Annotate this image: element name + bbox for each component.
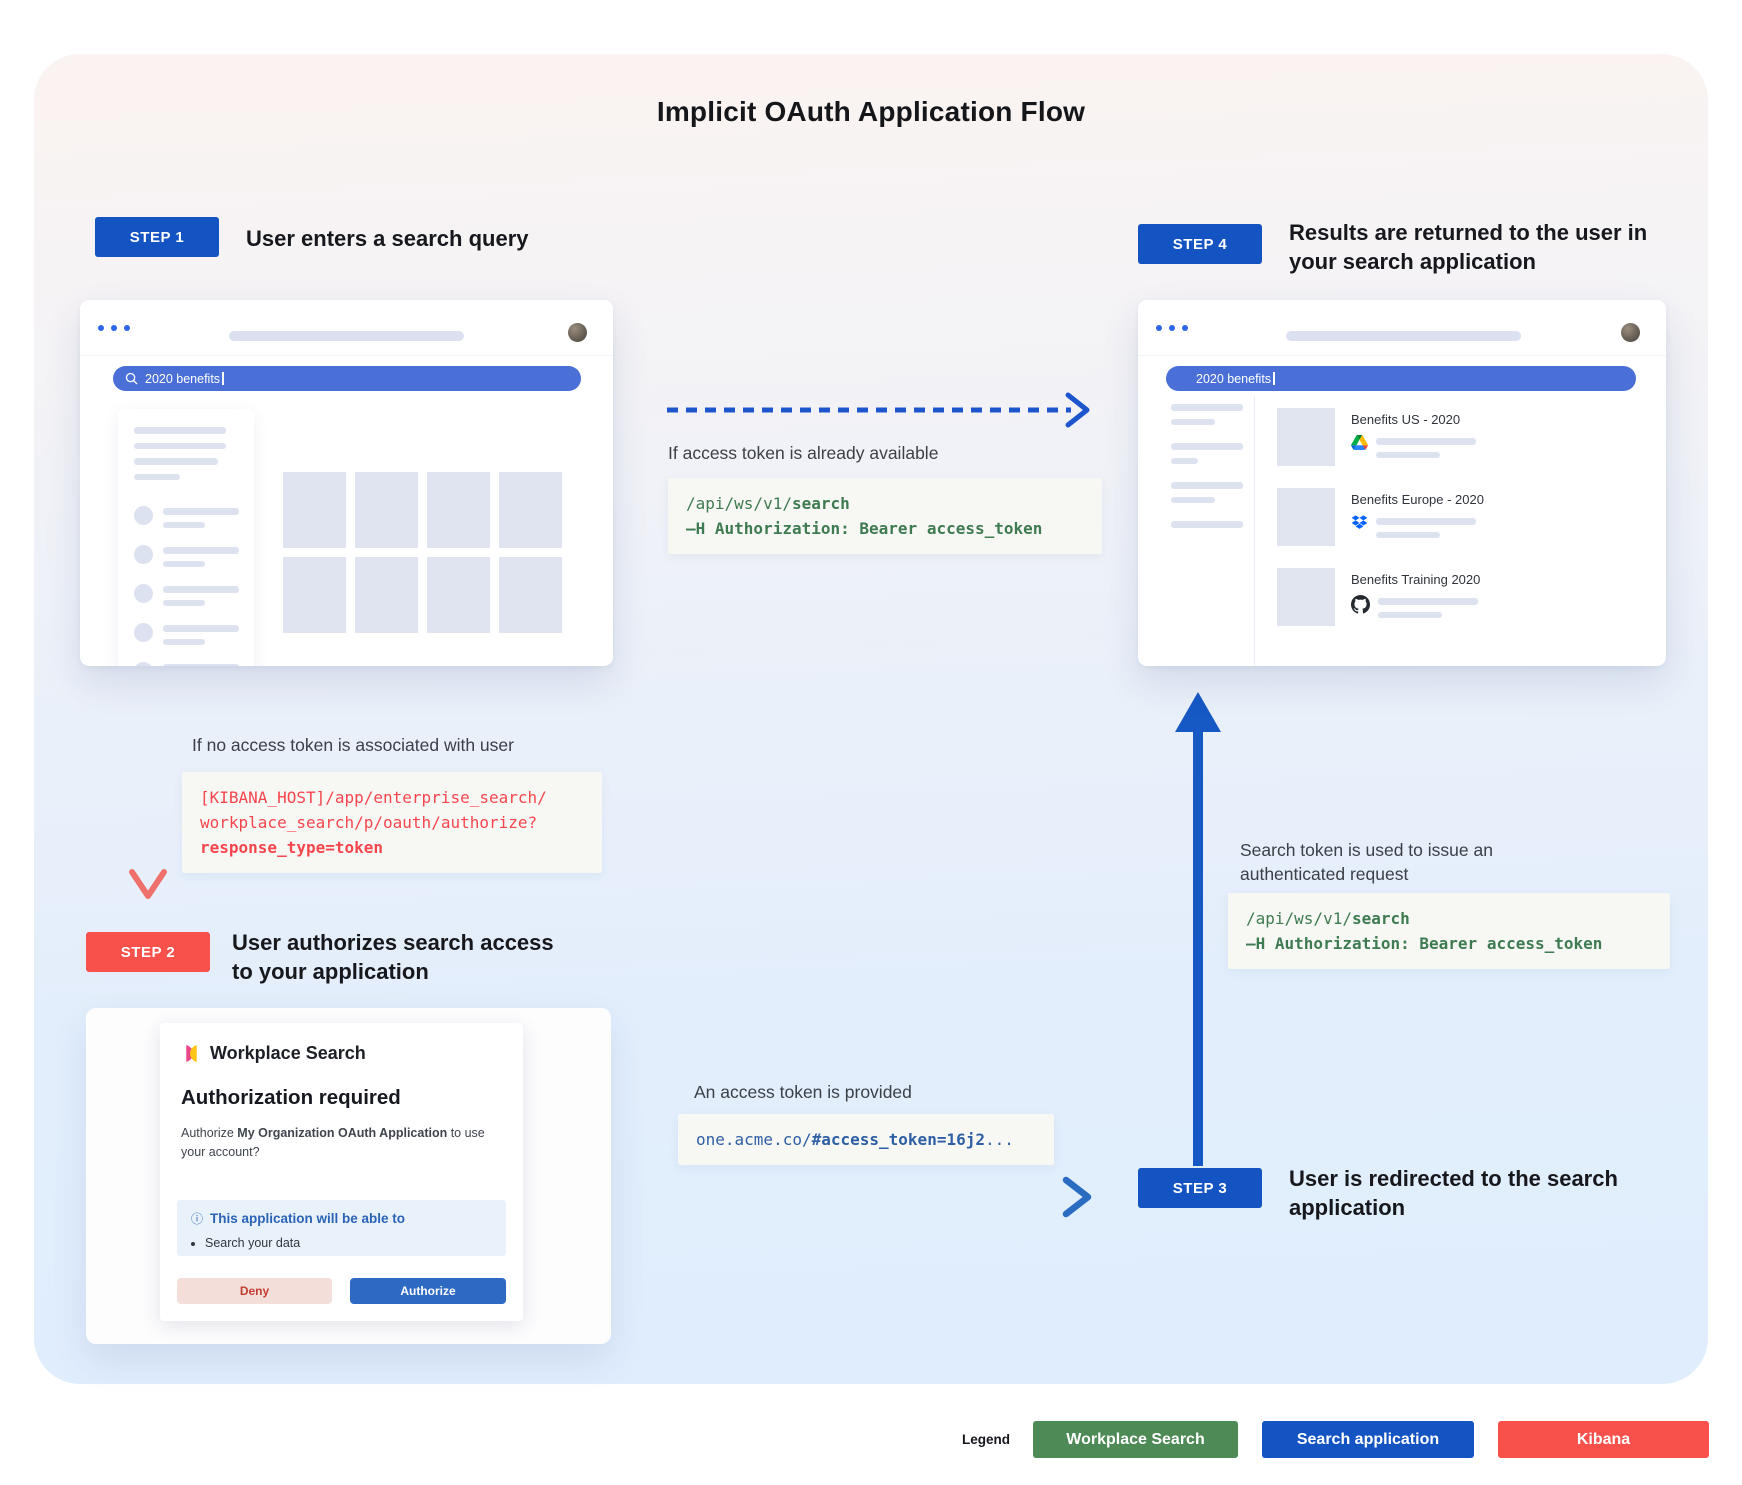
search-input[interactable]: 2020 benefits [113, 366, 581, 391]
workplace-search-brand: Workplace Search [181, 1043, 506, 1064]
step4-label: Results are returned to the user in your… [1289, 220, 1648, 274]
code-api-search-2: /api/ws/v1/search –H Authorization: Bear… [1228, 893, 1670, 969]
step4-badge: STEP 4 [1138, 224, 1262, 264]
result-title: Benefits Training 2020 [1351, 572, 1481, 587]
legend-search-application: Search application [1262, 1421, 1474, 1458]
legend-kibana: Kibana [1498, 1421, 1709, 1458]
step4-badge-text: STEP 4 [1172, 235, 1228, 253]
result-row[interactable]: Benefits Training 2020 [1277, 568, 1480, 626]
arrow-token-available [667, 392, 1090, 428]
auth-body-text: Authorize My Organization OAuth Applicat… [181, 1126, 485, 1159]
auth-scopes-panel: ⓘ This application will be able to Searc… [177, 1200, 506, 1256]
authorization-screen: Workplace Search Authorization required … [86, 1008, 611, 1344]
text-caret [222, 372, 224, 385]
text-caret [1273, 372, 1275, 385]
avatar [568, 323, 587, 342]
annotation-token-available: If access token is already available [668, 443, 939, 463]
content-grid-placeholder [283, 472, 562, 633]
step3-label: User is redirected to the search applica… [1289, 1166, 1618, 1220]
info-icon: ⓘ [191, 1212, 204, 1226]
step3-badge-text: STEP 3 [1172, 1179, 1228, 1197]
browser2-chrome [1138, 300, 1666, 356]
result-row[interactable]: Benefits US - 2020 [1277, 408, 1476, 466]
deny-button[interactable]: Deny [177, 1278, 332, 1304]
github-icon [1351, 595, 1370, 614]
result-thumbnail [1277, 488, 1335, 546]
annotation-token-provided: An access token is provided [694, 1082, 912, 1102]
search-icon [125, 372, 138, 385]
step1-badge: STEP 1 [95, 217, 219, 257]
avatar [1621, 323, 1640, 342]
search-input-results[interactable]: 2020 benefits [1166, 366, 1636, 391]
browser-window-results: 2020 benefits Benefits US - 2020 [1138, 300, 1666, 666]
step1-label: User enters a search query [246, 226, 529, 251]
result-row[interactable]: Benefits Europe - 2020 [1277, 488, 1484, 546]
annotation-no-token: If no access token is associated with us… [192, 735, 514, 755]
browser-window-search-entry: 2020 benefits [80, 300, 613, 666]
results-list: Benefits US - 2020 [1254, 396, 1666, 666]
window-controls-icon [98, 325, 130, 331]
legend-workplace-search: Workplace Search [1033, 1421, 1238, 1458]
code-redirect-url: one.acme.co/#access_token=16j2... [678, 1114, 1054, 1165]
result-thumbnail [1277, 568, 1335, 626]
step2-badge-text: STEP 2 [120, 943, 176, 961]
arrow-no-token [129, 692, 167, 899]
legend-label: Legend [962, 1432, 1011, 1447]
search-query-text: 2020 benefits [145, 371, 221, 386]
step3-badge: STEP 3 [1138, 1168, 1262, 1208]
diagram-title: Implicit OAuth Application Flow [656, 96, 1086, 127]
info-title-text: This application will be able to [210, 1211, 406, 1226]
auth-heading: Authorization required [181, 1086, 401, 1109]
google-drive-icon [1351, 435, 1368, 450]
step2-label: User authorizes search access to your ap… [232, 930, 554, 984]
arrow-authenticated-request [1175, 692, 1221, 1166]
result-thumbnail [1277, 408, 1335, 466]
code-kibana-authorize: [KIBANA_HOST]/app/enterprise_search/ wor… [182, 772, 602, 873]
result-title: Benefits US - 2020 [1351, 412, 1461, 427]
browser1-chrome [80, 300, 613, 356]
step2-badge: STEP 2 [86, 932, 210, 972]
scope-item: Search your data [205, 1236, 492, 1250]
authorization-dialog: Workplace Search Authorization required … [160, 1023, 523, 1321]
annotation-token-used: Search token is used to issue an authent… [1240, 840, 1493, 884]
workplace-search-logo-icon [186, 1045, 197, 1062]
address-bar [1286, 331, 1521, 341]
step1-badge-text: STEP 1 [129, 228, 185, 246]
dropbox-icon [1351, 515, 1368, 529]
sidebar-placeholder [118, 409, 254, 666]
search-query-text: 2020 benefits [1196, 371, 1272, 386]
window-controls-icon [1156, 325, 1188, 331]
address-bar [229, 331, 464, 341]
authorize-button[interactable]: Authorize [350, 1278, 506, 1304]
code-api-search: /api/ws/v1/search –H Authorization: Bear… [668, 478, 1102, 554]
arrow-token-provided [666, 1176, 1092, 1218]
result-title: Benefits Europe - 2020 [1351, 492, 1484, 507]
workplace-search-title: Workplace Search [210, 1043, 366, 1063]
facets-placeholder [1171, 404, 1243, 528]
